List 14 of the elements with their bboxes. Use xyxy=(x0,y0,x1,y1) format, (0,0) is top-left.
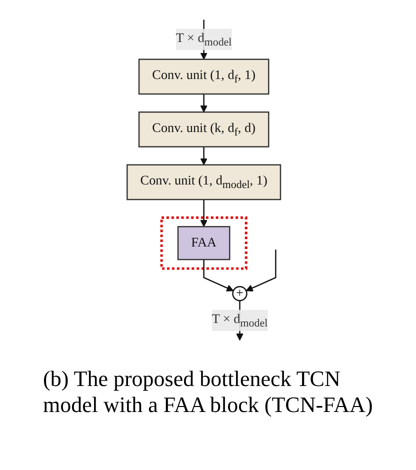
arrow xyxy=(246,250,276,292)
node-box: FAA xyxy=(177,226,230,260)
node-circle: + xyxy=(232,286,248,302)
node-box: Conv. unit (1, d$_{f}$, 1) xyxy=(138,58,270,95)
caption: (b) The proposed bottleneck TCN model with a FAA block (TCN-FAA) xyxy=(43,366,373,419)
arrow xyxy=(200,94,208,112)
arrow xyxy=(200,200,208,227)
node-box: Conv. unit (k, d$_{f}$, d) xyxy=(138,111,270,148)
node-box: Conv. unit (1, d$_{model}$, 1) xyxy=(126,164,282,200)
arrow xyxy=(203,260,234,292)
arrow xyxy=(200,146,208,166)
edge-label: T × d$_{model}$ xyxy=(212,312,268,329)
cluster xyxy=(160,216,248,270)
edge-label: T × d$_{model}$ xyxy=(176,31,232,48)
